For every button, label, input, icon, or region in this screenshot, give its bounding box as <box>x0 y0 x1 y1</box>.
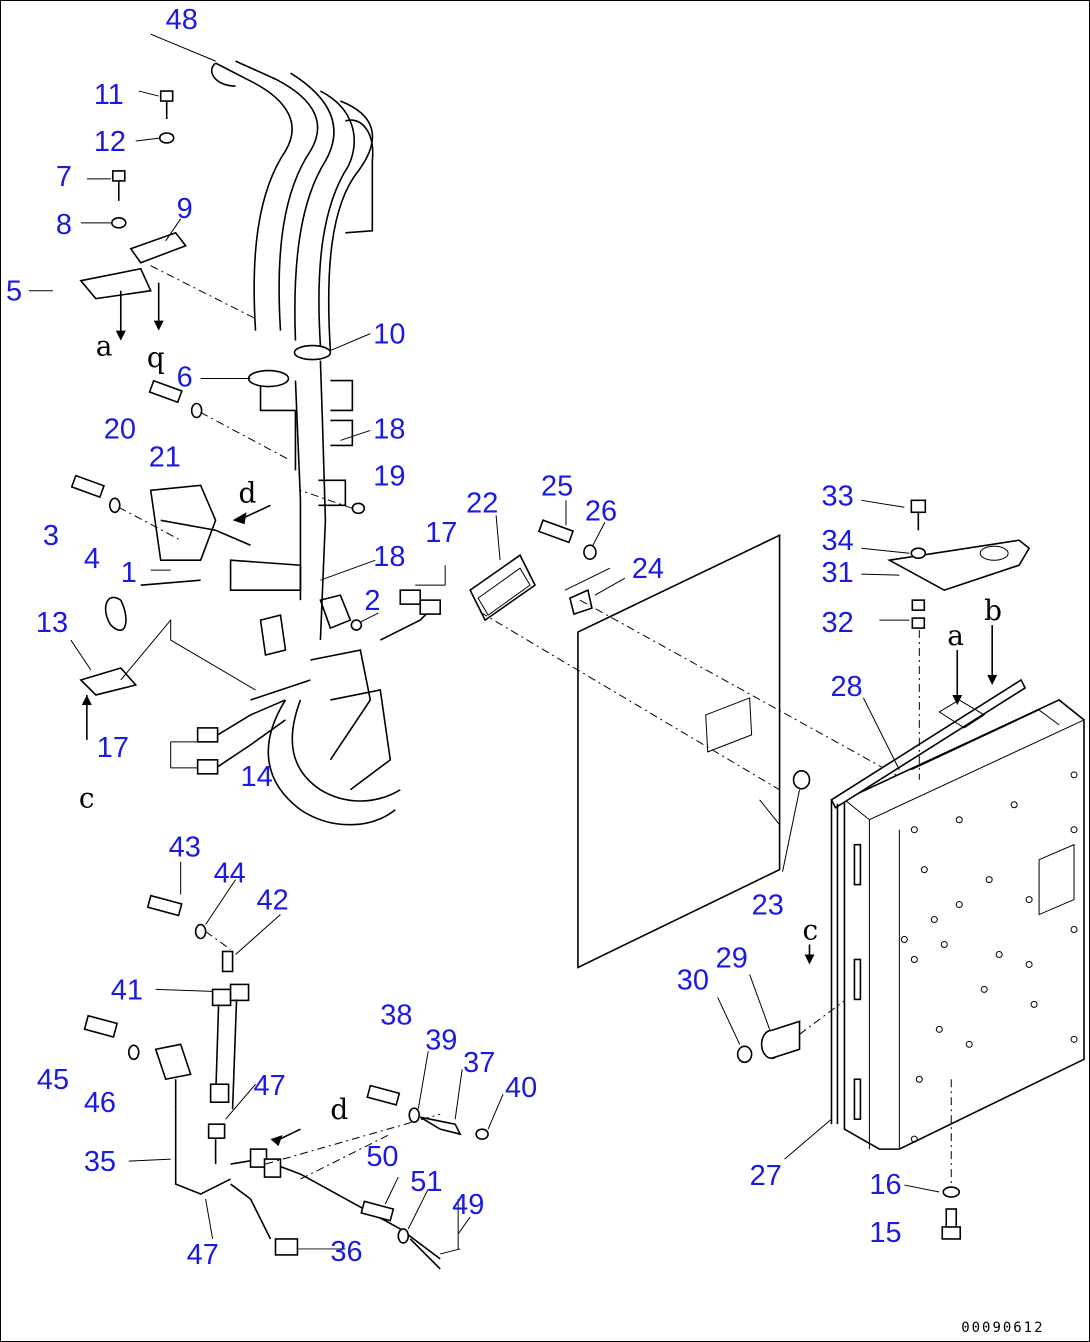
callout-21: 21 <box>149 441 181 473</box>
callout-47: 47 <box>254 1070 286 1102</box>
callout-2: 2 <box>364 585 380 617</box>
callout-20: 20 <box>104 413 136 445</box>
callout-28: 28 <box>830 671 862 703</box>
control-box <box>830 499 1085 1240</box>
callout-33: 33 <box>821 480 853 512</box>
callout-25: 25 <box>541 470 573 502</box>
callout-50: 50 <box>366 1141 398 1173</box>
callout-36: 36 <box>330 1236 362 1268</box>
callout-31: 31 <box>821 557 853 589</box>
callout-48: 48 <box>166 4 198 36</box>
callout-27: 27 <box>750 1160 782 1192</box>
callout-44: 44 <box>214 858 246 890</box>
callout-13: 13 <box>36 607 68 639</box>
view-letters: a b a b c c d c d <box>79 330 1002 1127</box>
callout-11: 11 <box>94 79 124 111</box>
view-letter-c: c <box>79 782 95 815</box>
callout-12: 12 <box>94 126 126 158</box>
callout-46: 46 <box>84 1087 116 1119</box>
sub-harness <box>83 894 489 1270</box>
callout-1: 1 <box>121 557 137 589</box>
callout-47b: 47 <box>187 1239 219 1271</box>
view-letter-d-lower: d <box>330 1093 348 1126</box>
callout-38: 38 <box>380 999 412 1031</box>
callout-43: 43 <box>169 832 201 864</box>
callout-17: 17 <box>425 517 457 549</box>
callout-10: 10 <box>373 319 405 351</box>
callout-15: 15 <box>869 1217 901 1249</box>
view-letter-a: a <box>96 330 113 363</box>
callout-35: 35 <box>84 1146 116 1178</box>
callout-17b: 17 <box>97 732 129 764</box>
view-letter-c-center: c <box>803 914 819 947</box>
view-letter-b-right: b <box>984 594 1002 627</box>
view-letter-b: b <box>147 346 165 379</box>
callout-37: 37 <box>463 1047 495 1079</box>
view-letter-a-right: a <box>947 619 964 652</box>
callout-3: 3 <box>43 520 59 552</box>
callout-8: 8 <box>56 209 72 241</box>
callout-numbers: 48 11 12 7 8 9 5 10 6 20 21 18 19 3 4 1 … <box>6 4 902 1271</box>
callout-34: 34 <box>821 525 853 557</box>
callout-39: 39 <box>425 1024 457 1056</box>
callout-49: 49 <box>452 1189 484 1221</box>
callout-45: 45 <box>37 1064 69 1096</box>
callout-32: 32 <box>821 607 853 639</box>
callout-42: 42 <box>257 885 289 917</box>
callout-5: 5 <box>6 276 22 308</box>
drawing-code: 00090612 <box>961 1320 1044 1336</box>
rivets <box>900 771 1078 1143</box>
callout-9: 9 <box>177 193 193 225</box>
wiring-harness-main <box>104 60 441 826</box>
callout-23: 23 <box>752 890 784 922</box>
callout-51: 51 <box>410 1166 442 1198</box>
view-letter-d: d <box>239 476 257 509</box>
callout-19: 19 <box>373 460 405 492</box>
callout-41: 41 <box>111 974 143 1006</box>
callout-4: 4 <box>84 543 100 575</box>
callout-7: 7 <box>56 161 72 193</box>
bolt-clamp-group <box>28 90 446 775</box>
callout-30: 30 <box>677 964 709 996</box>
callout-29: 29 <box>716 942 748 974</box>
callout-40: 40 <box>505 1072 537 1104</box>
callout-16: 16 <box>869 1169 901 1201</box>
callout-22: 22 <box>466 487 498 519</box>
cover-panel <box>469 519 1050 1064</box>
callout-6: 6 <box>177 362 193 394</box>
callout-24: 24 <box>632 553 664 585</box>
leader-lines <box>80 33 940 1250</box>
callout-18b: 18 <box>373 541 405 573</box>
callout-18: 18 <box>373 413 405 445</box>
callout-26: 26 <box>585 495 617 527</box>
callout-14: 14 <box>241 761 273 793</box>
